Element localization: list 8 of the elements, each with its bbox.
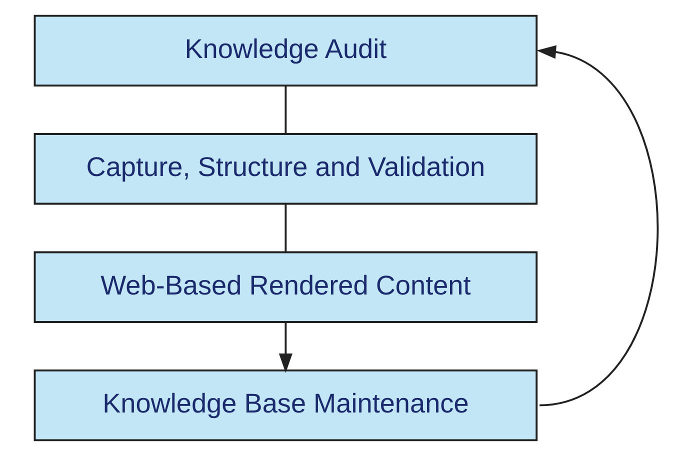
node-box: Knowledge Audit: [34, 14, 538, 87]
node-box: Knowledge Base Maintenance: [34, 369, 538, 442]
connector: [284, 86, 287, 134]
arrow: [278, 322, 292, 373]
node-box: Web-Based Rendered Content: [34, 251, 538, 323]
connector: [284, 204, 287, 252]
arrow: [536, 45, 658, 406]
node-box: Capture, Structure and Validation: [34, 133, 538, 205]
